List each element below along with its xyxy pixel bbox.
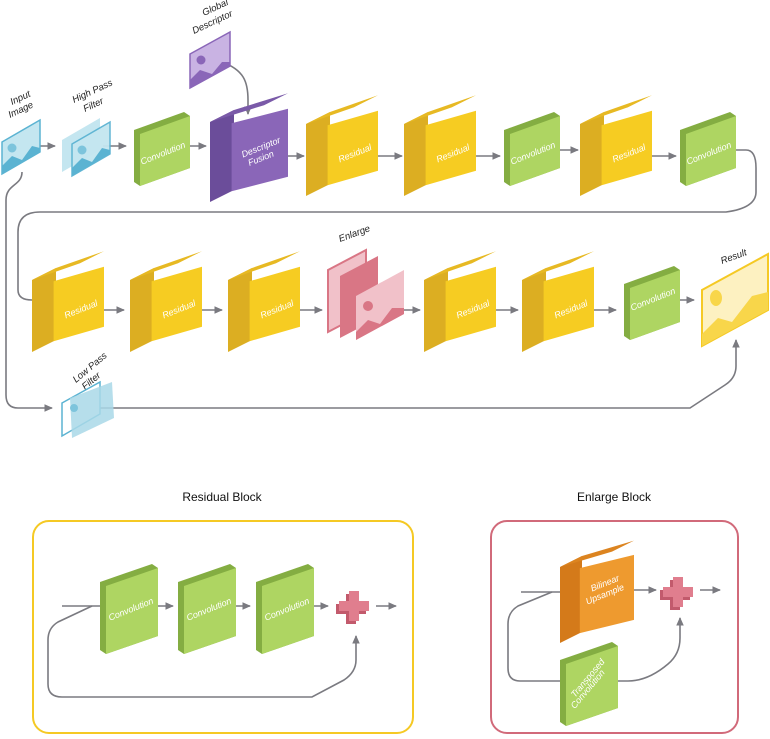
line-row-wrap [17, 149, 757, 301]
convolution-block [680, 112, 736, 186]
line-descriptor-to-fusion [221, 61, 252, 115]
residual-block [580, 95, 652, 196]
descriptor-fusion-block [210, 93, 288, 202]
convolution-block [100, 564, 158, 654]
image-icon [1, 118, 41, 176]
convolution-block [256, 564, 314, 654]
line-transposed-to-plus [612, 617, 684, 682]
enlarge-block-detail: Enlarge Block BilinearUpsampleTransposed… [490, 490, 739, 734]
plus-icon [336, 591, 369, 624]
line-lowpass-to-result [100, 339, 740, 409]
image-icon [363, 301, 373, 311]
skip-line [507, 591, 562, 682]
residual-block [228, 251, 300, 352]
enlarge-label: Enlarge [337, 223, 372, 245]
result-label: Result [719, 247, 748, 267]
input-image-node: Input Image [1, 89, 41, 176]
residual-block-frame [32, 520, 414, 734]
image-icon [61, 380, 114, 438]
residual-block [404, 95, 476, 196]
image-icon [62, 118, 111, 178]
transposed-convolution-block [560, 642, 618, 726]
residual-block-title: Residual Block [182, 490, 262, 504]
result-node: Result [701, 247, 769, 348]
plus-icon [660, 577, 693, 610]
enlarge-block-title: Enlarge Block [577, 490, 652, 504]
convolution-block [504, 112, 560, 186]
convolution-block [134, 112, 190, 186]
residual-block [306, 95, 378, 196]
bilinear-upsample-block [560, 540, 634, 643]
high-pass-filter-node: High Pass Filter [62, 77, 115, 178]
enlarge-block-frame [490, 520, 739, 734]
residual-block [424, 251, 496, 352]
residual-block [32, 251, 104, 352]
global-descriptor-node: Global Descriptor [189, 0, 235, 90]
residual-block [130, 251, 202, 352]
low-pass-filter-node: Low Pass Filter [61, 350, 114, 438]
residual-block [522, 251, 594, 352]
skip-line-input-to-lowpass [5, 171, 53, 412]
image-icon [701, 252, 769, 348]
skip-line [47, 605, 360, 698]
image-icon [189, 30, 231, 90]
convolution-block [624, 266, 680, 340]
convolution-block [178, 564, 236, 654]
enlarge-node: Enlarge [327, 223, 404, 340]
